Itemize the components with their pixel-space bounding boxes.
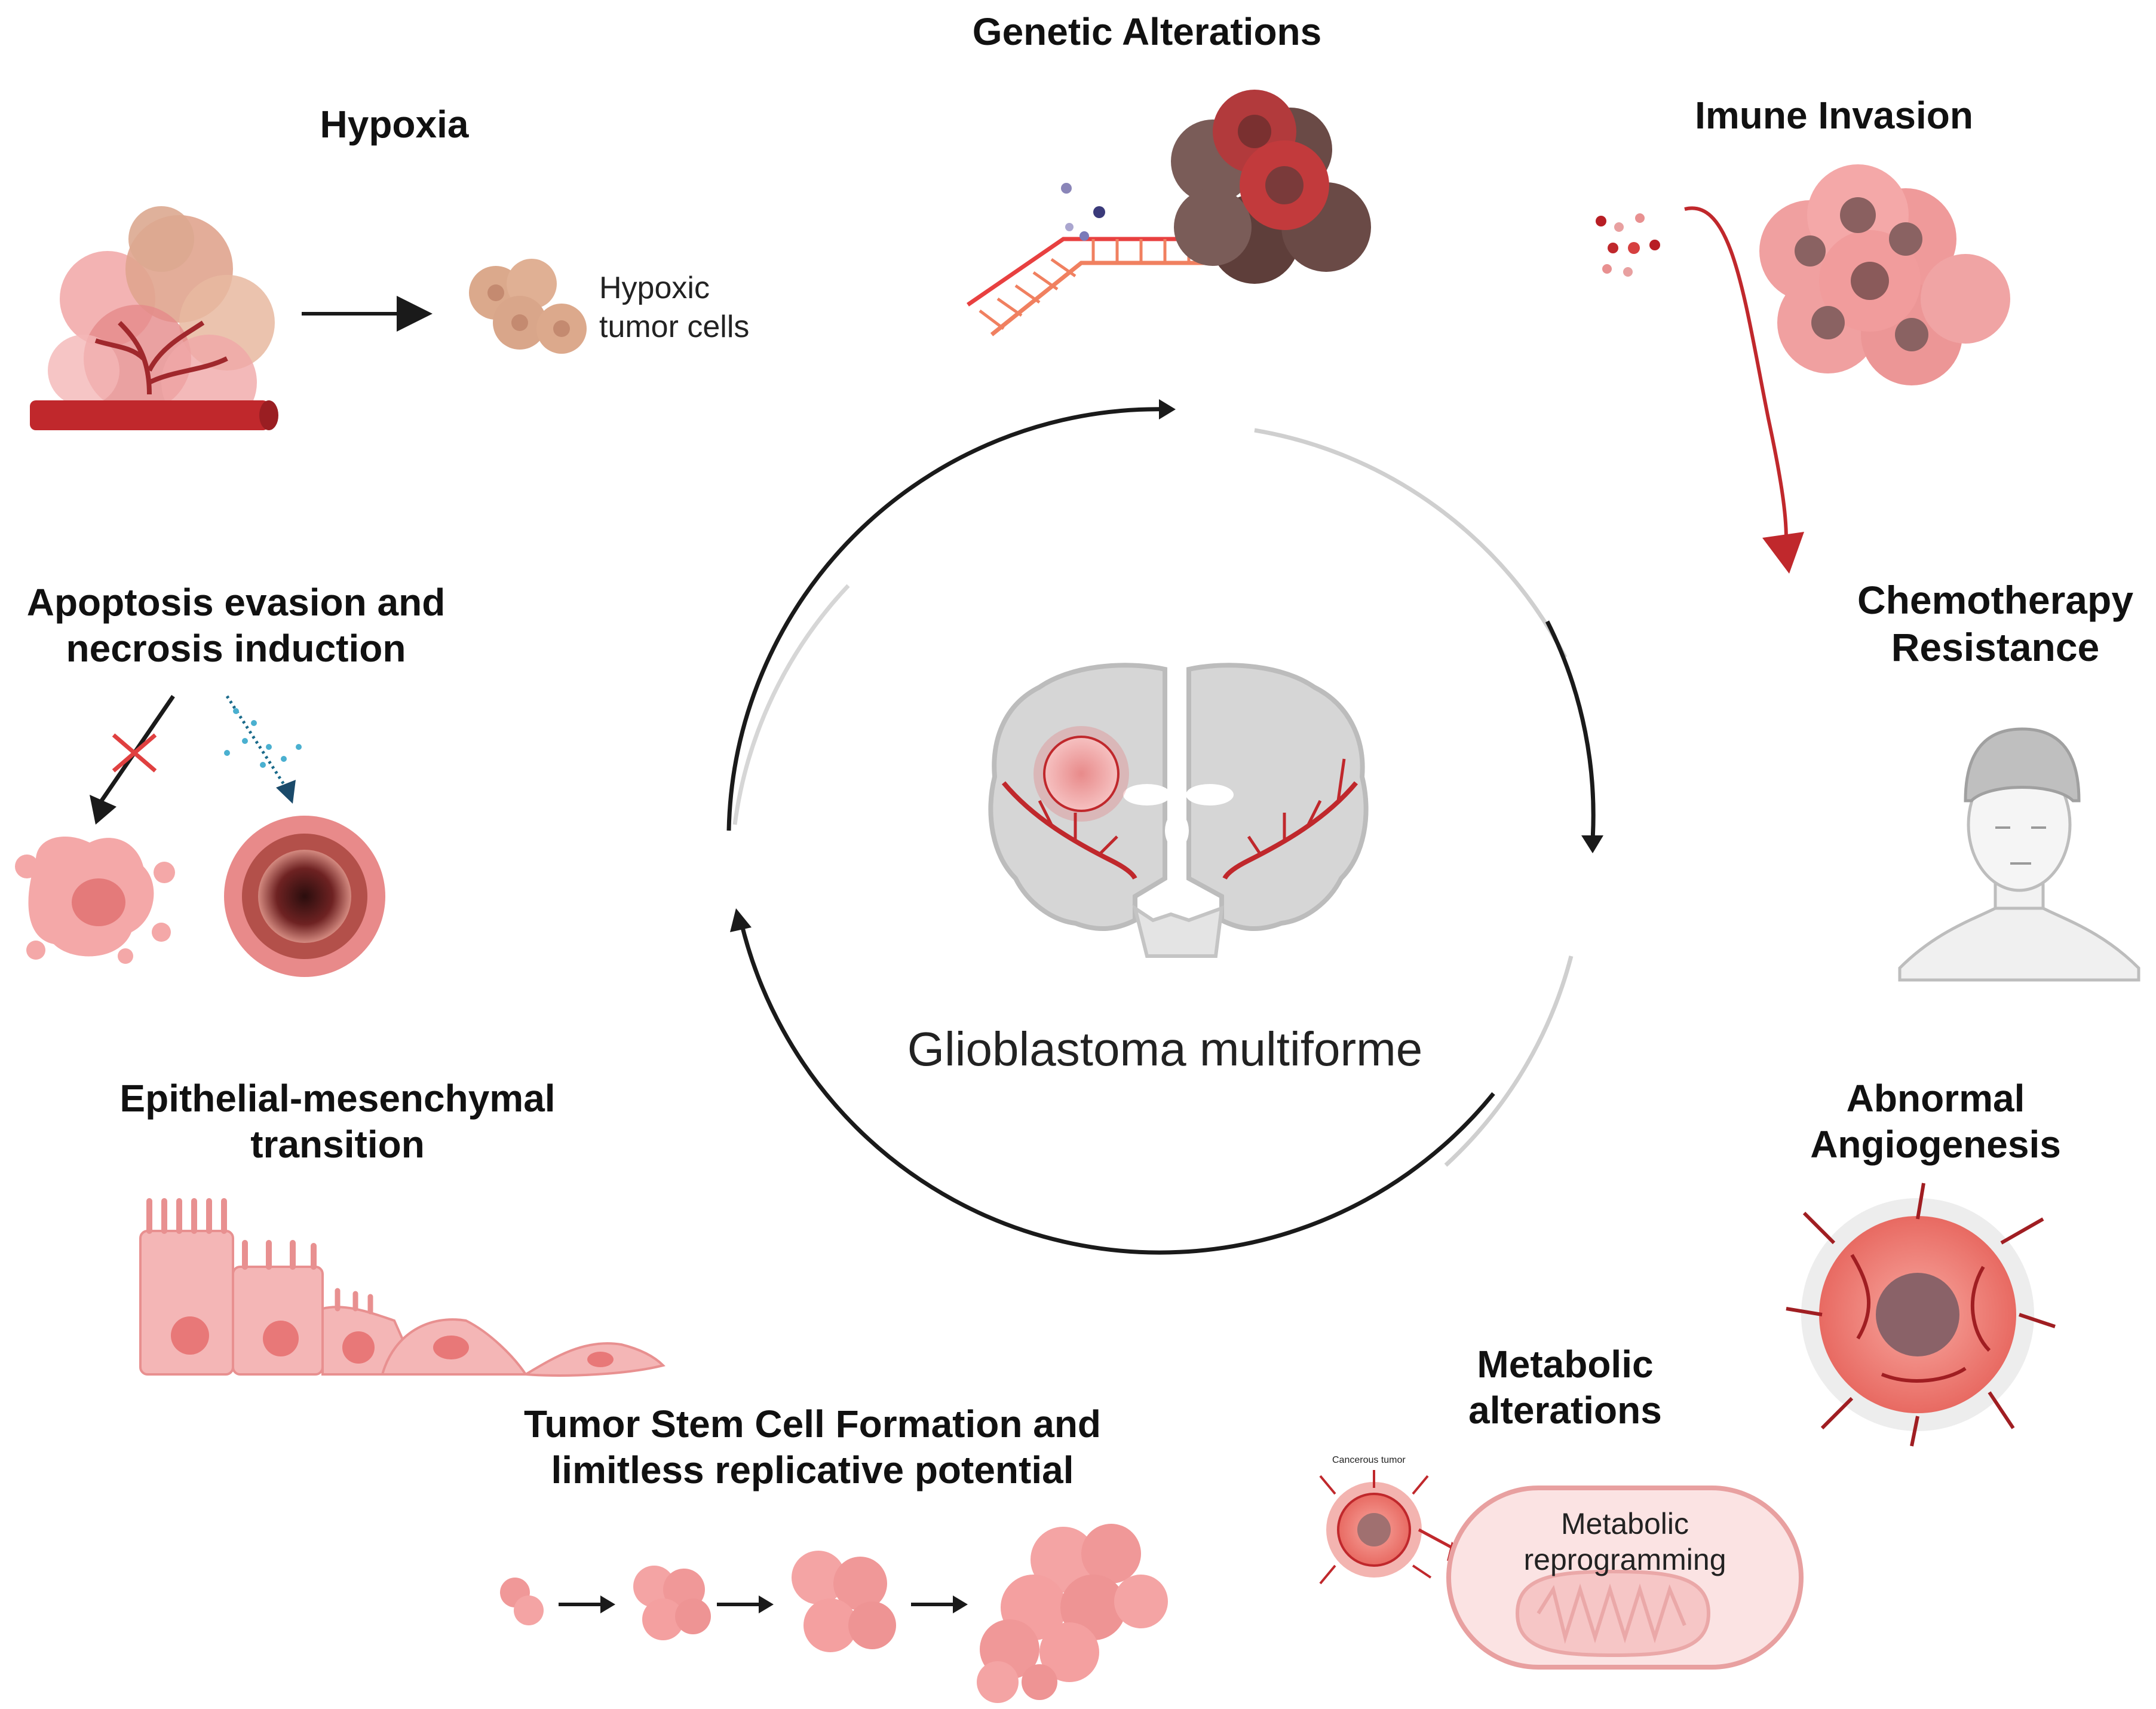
cycle-arc-top-left (726, 407, 1171, 831)
label-cancerous-tumor: Cancerous tumor (1332, 1455, 1406, 1465)
stem-arrowhead-3 (953, 1595, 968, 1613)
necrotic-cell (224, 816, 385, 977)
brain-illustration (988, 663, 1369, 958)
stem-stage-4 (977, 1524, 1168, 1703)
necrosis-particles (224, 708, 302, 768)
label-chemotherapy-resistance: Chemotherapy Resistance (1857, 578, 2134, 670)
brain-vessel-left (1001, 781, 1137, 880)
stem-stage-2 (633, 1566, 711, 1640)
brain-vessel-branches-left (1038, 800, 1118, 856)
label-emt: Epithelial-mesenchymal transition (119, 1077, 556, 1166)
genetic-tumor-cells (1171, 90, 1371, 284)
brain-vessel-branches-right (1247, 758, 1346, 856)
brain-right-hemisphere (1186, 663, 1369, 931)
emt-nucleus-1 (171, 1316, 209, 1355)
stem-cell-illustration (500, 1524, 1168, 1703)
mitochondrion-cristae (1537, 1583, 1686, 1644)
label-tumor-stem-cell: Tumor Stem Cell Formation and limitless … (524, 1402, 1101, 1491)
emt-illustration (139, 1198, 665, 1377)
apoptotic-cell (15, 837, 175, 964)
apoptosis-block-x (112, 733, 157, 773)
emt-microvilli-3 (335, 1288, 373, 1315)
hypoxia-tumor-mass (48, 206, 275, 430)
patient-shoulders (1898, 906, 2140, 982)
immune-particles (1596, 213, 1660, 277)
label-hypoxic-tumor-cells: Hypoxic tumor cells (599, 271, 750, 344)
emt-cell-2 (232, 1266, 324, 1376)
cycle-arc-bottom (738, 920, 1495, 1255)
dna-ladder (967, 237, 1213, 336)
emt-microvilli-1 (146, 1198, 227, 1234)
brain-stem (1132, 904, 1224, 958)
metabolic-tumor-nucleus (1357, 1513, 1391, 1546)
cycle-arc-fade-left (732, 584, 850, 825)
apoptosis-arrowhead (90, 795, 116, 825)
cycle-arrowhead-top (1159, 399, 1176, 419)
hypoxia-vessel-branches (94, 320, 228, 395)
label-genetic-alterations: Genetic Alterations (972, 10, 1322, 53)
immune-red-arrow (1684, 206, 1788, 544)
genetic-particles (1061, 183, 1105, 241)
emt-nucleus-4 (433, 1336, 469, 1359)
ventricle-third (1165, 813, 1189, 849)
hypoxic-cells-cluster (469, 259, 587, 354)
immune-red-arrowhead (1762, 532, 1804, 574)
cycle-arc-fade-bottom-right (1444, 955, 1574, 1167)
emt-nucleus-5 (587, 1352, 614, 1367)
label-apoptosis-necrosis: Apoptosis evasion and necrosis induction (26, 581, 446, 670)
hypoxia-blood-vessel (30, 400, 269, 430)
angio-nucleus (1876, 1273, 1959, 1356)
cycle-arrowhead-right (1581, 835, 1603, 853)
label-immune-invasion: Imune Invasion (1695, 94, 1973, 137)
stem-arrowhead-2 (759, 1595, 774, 1613)
immune-tumor-cells (1759, 164, 2010, 385)
emt-nucleus-3 (342, 1331, 375, 1364)
metabolic-tumor-vessels (1319, 1470, 1432, 1585)
angio-vessels (1786, 1183, 2056, 1447)
ventricle-right (1186, 784, 1234, 806)
stem-arrowhead-1 (600, 1595, 615, 1613)
emt-nucleus-2 (263, 1321, 299, 1356)
cycle-arrows (726, 399, 1603, 1255)
cycle-arc-right (1545, 620, 1596, 849)
cycle-arrowhead-left (730, 908, 752, 932)
label-metabolic-alterations: Metabolic alterations (1468, 1343, 1662, 1432)
label-glioblastoma-multiforme: Glioblastoma multiforme (907, 1022, 1423, 1076)
ventricle-left (1123, 784, 1171, 806)
cycle-arc-fade-top-right (1254, 428, 1568, 659)
patient-headscarf (1964, 727, 2081, 803)
apoptosis-illustration (15, 695, 385, 977)
hypoxia-illustration (30, 206, 587, 430)
chemo-patient-illustration (1898, 727, 2140, 982)
stem-stage-3 (792, 1551, 896, 1652)
stem-stage-1 (500, 1578, 544, 1625)
metabolic-illustration (1319, 1470, 1804, 1670)
emt-microvilli-2 (242, 1240, 317, 1270)
immune-illustration (1596, 164, 2010, 574)
brain-tumor (1043, 736, 1120, 812)
label-metabolic-reprogramming: Metabolic reprogramming (1523, 1507, 1726, 1576)
angiogenesis-illustration (1786, 1183, 2056, 1447)
label-hypoxia: Hypoxia (320, 103, 469, 146)
necrosis-arrowhead (276, 780, 296, 804)
hypoxia-vessel-end (259, 400, 278, 430)
label-abnormal-angiogenesis: Abnormal Angiogenesis (1810, 1077, 2061, 1166)
patient-face-features (1995, 826, 2046, 865)
genetic-illustration (967, 90, 1371, 336)
brain-vessel-right (1222, 781, 1358, 880)
